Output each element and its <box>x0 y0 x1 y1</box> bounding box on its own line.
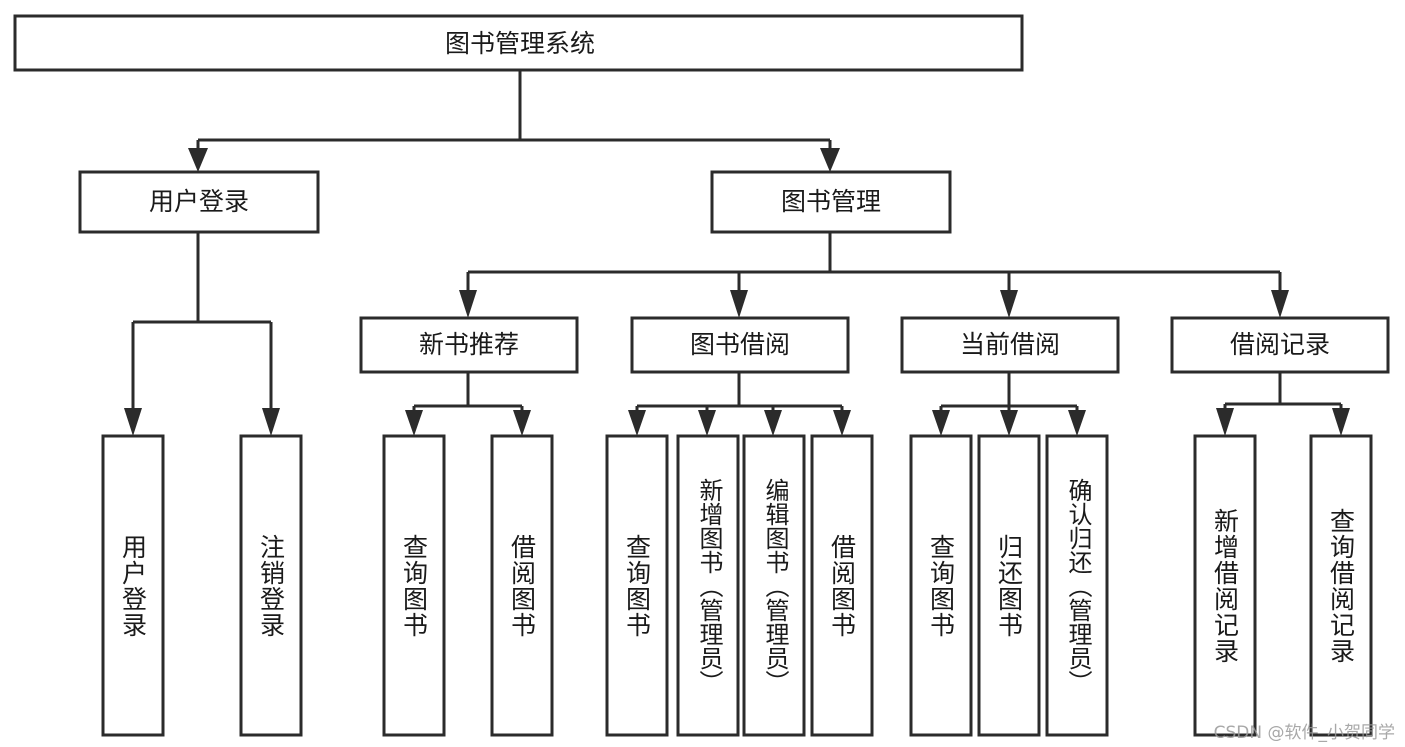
node-leaf-nbr-borrow-book-box[interactable] <box>490 434 554 737</box>
node-leaf-cb-query-book-box[interactable] <box>909 434 973 737</box>
arrowhead-bb-add-book <box>698 410 716 436</box>
node-borrow-record-box[interactable] <box>1170 316 1390 374</box>
node-user-login-label: 用户登录 <box>149 187 249 216</box>
arrowhead-br-query-record <box>1332 408 1350 436</box>
arrowhead-userlogin <box>188 148 208 172</box>
node-new-book-rec-box[interactable] <box>359 316 579 374</box>
node-user-login-box[interactable] <box>78 170 320 234</box>
arrowhead-cb-return-book <box>1000 410 1018 436</box>
arrowhead-bb-query-book <box>628 410 646 436</box>
connector-group-currentborrow <box>932 372 1086 436</box>
arrowhead-nbr-borrow-book <box>513 410 531 436</box>
connector-group-borrowrecord <box>1216 372 1350 436</box>
node-leaf-bb-edit-book-box[interactable] <box>742 434 806 737</box>
node-leaf-logout-box[interactable] <box>239 434 303 737</box>
arrowhead-br-add-record <box>1216 408 1234 436</box>
node-leaf-cb-return-book-box[interactable] <box>977 434 1041 737</box>
arrowhead-bookmanage <box>820 148 840 172</box>
csdn-watermark: CSDN @软件_小贺同学 <box>1213 723 1395 743</box>
arrowhead-bb-borrow-book <box>833 410 851 436</box>
arrowhead-nbr-query-book <box>405 410 423 436</box>
node-leaf-bb-add-book-box[interactable] <box>676 434 740 737</box>
node-leaf-nbr-query-book-box[interactable] <box>382 434 446 737</box>
node-leaf-cb-confirm-return-box[interactable] <box>1045 434 1109 737</box>
arrowhead-cb-query-book <box>932 410 950 436</box>
arrowhead-leaf-user-login <box>124 408 142 436</box>
node-leaf-user-login-box[interactable] <box>101 434 165 737</box>
arrowhead-current-borrow <box>1000 290 1018 318</box>
arrowhead-cb-confirm-return <box>1068 410 1086 436</box>
node-borrow-record-label: 借阅记录 <box>1230 330 1330 359</box>
node-leaf-bb-query-book-box[interactable] <box>605 434 669 737</box>
node-current-borrow-box[interactable] <box>900 316 1120 374</box>
arrowhead-bb-edit-book <box>764 410 782 436</box>
connector-group-userlogin <box>124 232 280 436</box>
node-new-book-rec-label: 新书推荐 <box>419 330 519 359</box>
node-leaf-br-query-record-box[interactable] <box>1309 434 1373 737</box>
arrowhead-new-book-rec <box>459 290 477 318</box>
node-book-manage-label: 图书管理 <box>781 187 881 216</box>
arrowhead-borrow-record <box>1271 290 1289 318</box>
node-book-borrow-box[interactable] <box>630 316 850 374</box>
node-book-manage-box[interactable] <box>710 170 952 234</box>
node-leaf-bb-borrow-book-box[interactable] <box>810 434 874 737</box>
connector-group-bookmanage <box>459 232 1289 318</box>
arrowhead-leaf-logout <box>262 408 280 436</box>
connector-group-root <box>188 70 840 172</box>
node-book-borrow-label: 图书借阅 <box>690 330 790 359</box>
connector-group-newbookrec <box>405 372 531 436</box>
node-root-title-label: 图书管理系统 <box>445 29 595 58</box>
node-leaf-br-add-record-box[interactable] <box>1193 434 1257 737</box>
connector-group-bookborrow <box>628 372 851 436</box>
node-root-title-box[interactable] <box>13 14 1024 72</box>
node-current-borrow-label: 当前借阅 <box>960 330 1060 359</box>
arrowhead-book-borrow <box>730 290 748 318</box>
